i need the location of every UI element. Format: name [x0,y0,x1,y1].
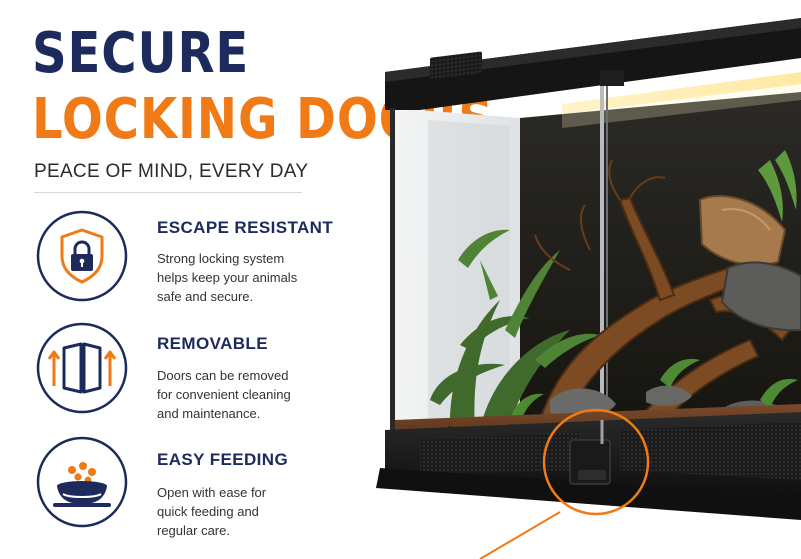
terrarium-product-image [330,0,801,559]
feature-title-easy-feeding: EASY FEEDING [157,450,289,469]
subheadline-divider [34,192,302,193]
feature-body-line: Doors can be removed [157,368,289,383]
padlock-shield-icon [36,210,128,302]
feature-body-line: for convenient cleaning [157,387,291,402]
feature-body-removable: Doors can be removed for convenient clea… [157,366,332,423]
feature-body-line: and maintenance. [157,406,261,421]
feature-title-removable: REMOVABLE [157,334,268,353]
removable-doors-icon [36,322,128,414]
feature-title-escape-resistant: ESCAPE RESISTANT [157,218,334,237]
feature-body-escape-resistant: Strong locking system helps keep your an… [157,249,332,306]
feature-body-line: Strong locking system [157,251,285,266]
food-bowl-icon [36,436,128,528]
feature-body-line: regular care. [157,523,230,538]
headline-line-1: SECURE [32,21,250,86]
feature-body-line: Open with ease for [157,485,267,500]
feature-body-line: safe and secure. [157,289,254,304]
feature-body-line: quick feeding and [157,504,259,519]
feature-body-easy-feeding: Open with ease for quick feeding and reg… [157,483,332,540]
subheadline: PEACE OF MIND, EVERY DAY [34,161,309,182]
feature-body-line: helps keep your animals [157,270,298,285]
